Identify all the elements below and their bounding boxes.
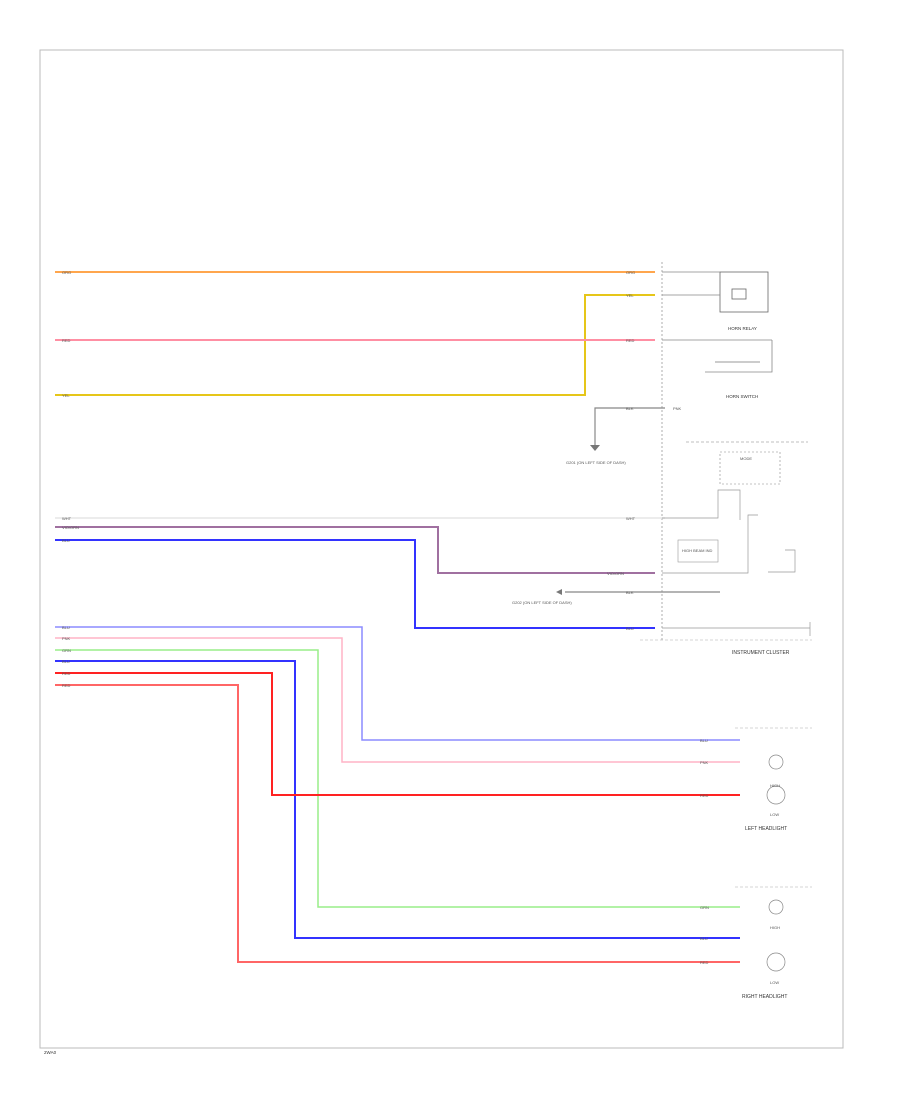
left-hl-low-bulb [766, 785, 786, 805]
left-hl-low-label: LOW [770, 812, 779, 817]
right-label-hl-green: GRN [700, 905, 709, 910]
left-headlight: HIGH LOW LEFT HEADLIGHT [735, 727, 812, 832]
right-headlight-label: RIGHT HEADLIGHT [742, 994, 787, 1000]
horn-switch: HORN SWITCH [662, 339, 773, 399]
right-hl-low-bulb [766, 952, 786, 972]
right-label-gray1: BLK [626, 406, 634, 411]
left-label-hl-pink: PNK [62, 636, 71, 641]
left-label-white: WHT [62, 516, 72, 521]
cluster-circuit-3 [768, 549, 796, 573]
wire-hl-light-pink [55, 637, 740, 763]
cluster-circuit-1 [662, 489, 741, 520]
right-label-hl-red: RED [700, 793, 709, 798]
horn-relay-label: HORN RELAY [728, 326, 757, 331]
ground-2-caption: G202 (ON LEFT SIDE OF DASH) [512, 600, 572, 605]
right-wire-labels: ORG YEL RED BLK PNK WHT VIO/ORN BLK BLU … [607, 270, 709, 965]
right-label-gray3: BLK [626, 590, 634, 595]
wire-hl-red-1 [55, 672, 740, 796]
right-hl-high-bulb [768, 899, 784, 915]
horn-relay-box [719, 271, 769, 313]
right-label-yellow: YEL [626, 293, 634, 298]
left-label-red: RED [62, 338, 71, 343]
horn-relay: HORN RELAY [662, 271, 769, 331]
wire-violet [55, 526, 655, 574]
right-headlight: HIGH LOW RIGHT HEADLIGHT [735, 886, 812, 1000]
wire-hl-light-green [55, 649, 740, 908]
wire-gray-ground-1 [594, 407, 665, 445]
horn-switch-contacts [705, 340, 773, 373]
wire-hl-red-2 [55, 684, 740, 963]
right-label-hl-blue2: BLU [700, 936, 708, 941]
left-label-orange: ORG [62, 270, 71, 275]
right-hl-low-label: LOW [770, 980, 779, 985]
cluster-high-beam-box [677, 539, 719, 563]
left-label-hl-red: RED [62, 671, 71, 676]
instrument-cluster: MODE HIGH BEAM IND INSTRUMENT CLUSTER [640, 441, 812, 656]
right-label-blue: BLU [626, 626, 634, 631]
right-hl-high-label: HIGH [770, 925, 780, 930]
cluster-circuit-2 [662, 514, 758, 574]
diagram-frame [39, 49, 844, 1049]
right-label-hl-red2: RED [700, 960, 709, 965]
left-label-hl-blue: BLU [62, 625, 70, 630]
left-label-hl-green: GRN [62, 648, 71, 653]
cluster-high-beam-label: HIGH BEAM IND [682, 548, 713, 553]
left-label-hl-red2: RED [62, 683, 71, 688]
left-label-violet: VIO/ORN [62, 525, 79, 530]
cluster-mode-box [719, 451, 781, 485]
right-label-hl-blue: BLU [700, 738, 708, 743]
left-wire-labels: ORG RED YEL WHT VIO/ORN BLU BLU PNK GRN … [62, 270, 79, 688]
cluster-mode-label: MODE [740, 456, 752, 461]
horn-relay-coil [731, 288, 747, 300]
right-label-hl-pink: PNK [700, 760, 709, 765]
right-label-gray2: WHT [626, 516, 636, 521]
left-label-blue: BLU [62, 538, 70, 543]
ground-symbol-2 [556, 589, 562, 595]
left-hl-high-bulb [768, 754, 784, 770]
right-label-violet: VIO/ORN [607, 571, 624, 576]
wire-yellow [55, 294, 655, 396]
left-label-yellow: YEL [62, 393, 70, 398]
wire-hl-light-blue [55, 626, 740, 741]
wire-blue-cluster [55, 539, 655, 629]
left-headlight-label: LEFT HEADLIGHT [745, 826, 787, 832]
ground-symbol-1 [590, 445, 600, 451]
horn-switch-label: HORN SWITCH [726, 394, 758, 399]
left-label-hl-blue2: BLU [62, 659, 70, 664]
right-label-gray1b: PNK [673, 406, 682, 411]
instrument-cluster-label: INSTRUMENT CLUSTER [732, 650, 790, 656]
wire-hl-blue [55, 660, 740, 939]
left-hl-high-label: HIGH [770, 783, 780, 788]
right-label-red: RED [626, 338, 635, 343]
ground-1-caption: G201 (ON LEFT SIDE OF DASH) [566, 460, 626, 465]
right-label-orange: ORG [626, 270, 635, 275]
diagram-footer-code: 2WA0 [44, 1050, 57, 1055]
